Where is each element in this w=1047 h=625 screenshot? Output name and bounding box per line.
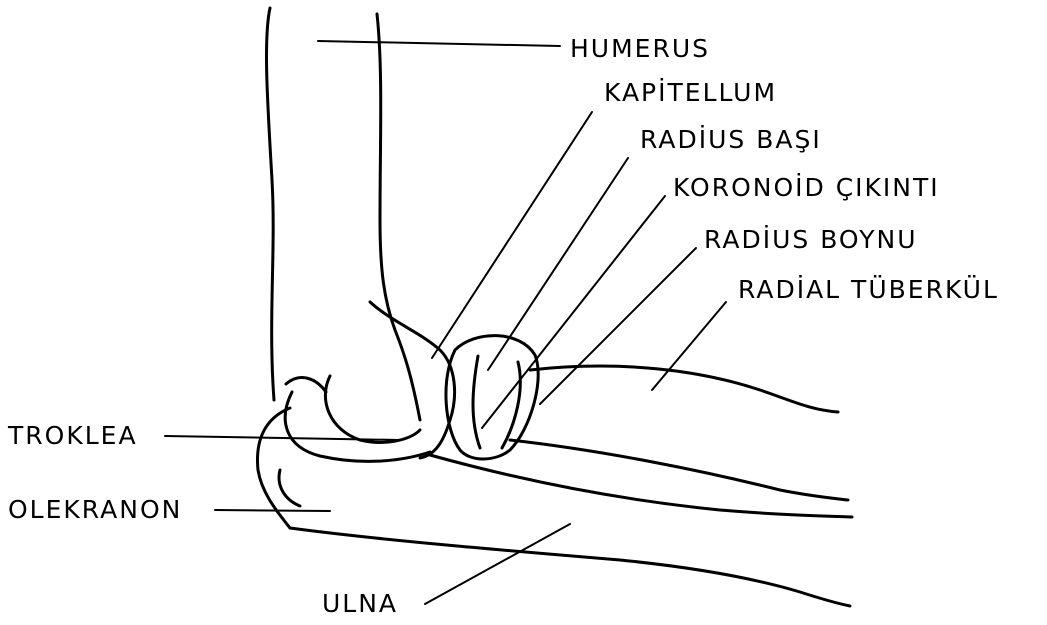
label-humerus: HUMERUS: [570, 34, 710, 63]
olecranon-tip: [279, 470, 300, 506]
trochlea-ridge: [286, 378, 326, 392]
label-ulna: ULNA: [322, 589, 398, 618]
label-kapitellum: KAPİTELLUM: [604, 78, 777, 107]
humerus-shaft-right-outline: [377, 14, 420, 420]
radius-shaft-upper: [530, 366, 838, 412]
label-radius-basi: RADİUS BAŞI: [640, 125, 822, 154]
radius-head-inner: [473, 356, 480, 448]
troklea-leader: [165, 436, 400, 440]
kapitellum-leader: [432, 112, 592, 358]
radius-head-inner-right: [502, 362, 520, 448]
label-troklea: TROKLEA: [7, 421, 138, 450]
ulna-leader: [425, 524, 570, 604]
label-olekranon: OLEKRANON: [8, 495, 182, 524]
label-koronoid: KORONOİD ÇIKINTI: [673, 173, 940, 202]
humerus-shaft-left-outline: [266, 8, 274, 400]
label-radial-tuberkul: RADİAL TÜBERKÜL: [738, 275, 999, 304]
ulna-shaft-upper: [430, 455, 852, 517]
label-radius-boynu: RADİUS BOYNU: [704, 225, 918, 254]
trochlea-outline: [285, 392, 430, 461]
humerus-leader: [318, 41, 560, 46]
koronoid-leader: [482, 196, 665, 428]
olekranon-leader: [215, 510, 330, 511]
trochlea-inner-curve: [325, 376, 420, 442]
radius-shaft-lower: [510, 440, 848, 500]
